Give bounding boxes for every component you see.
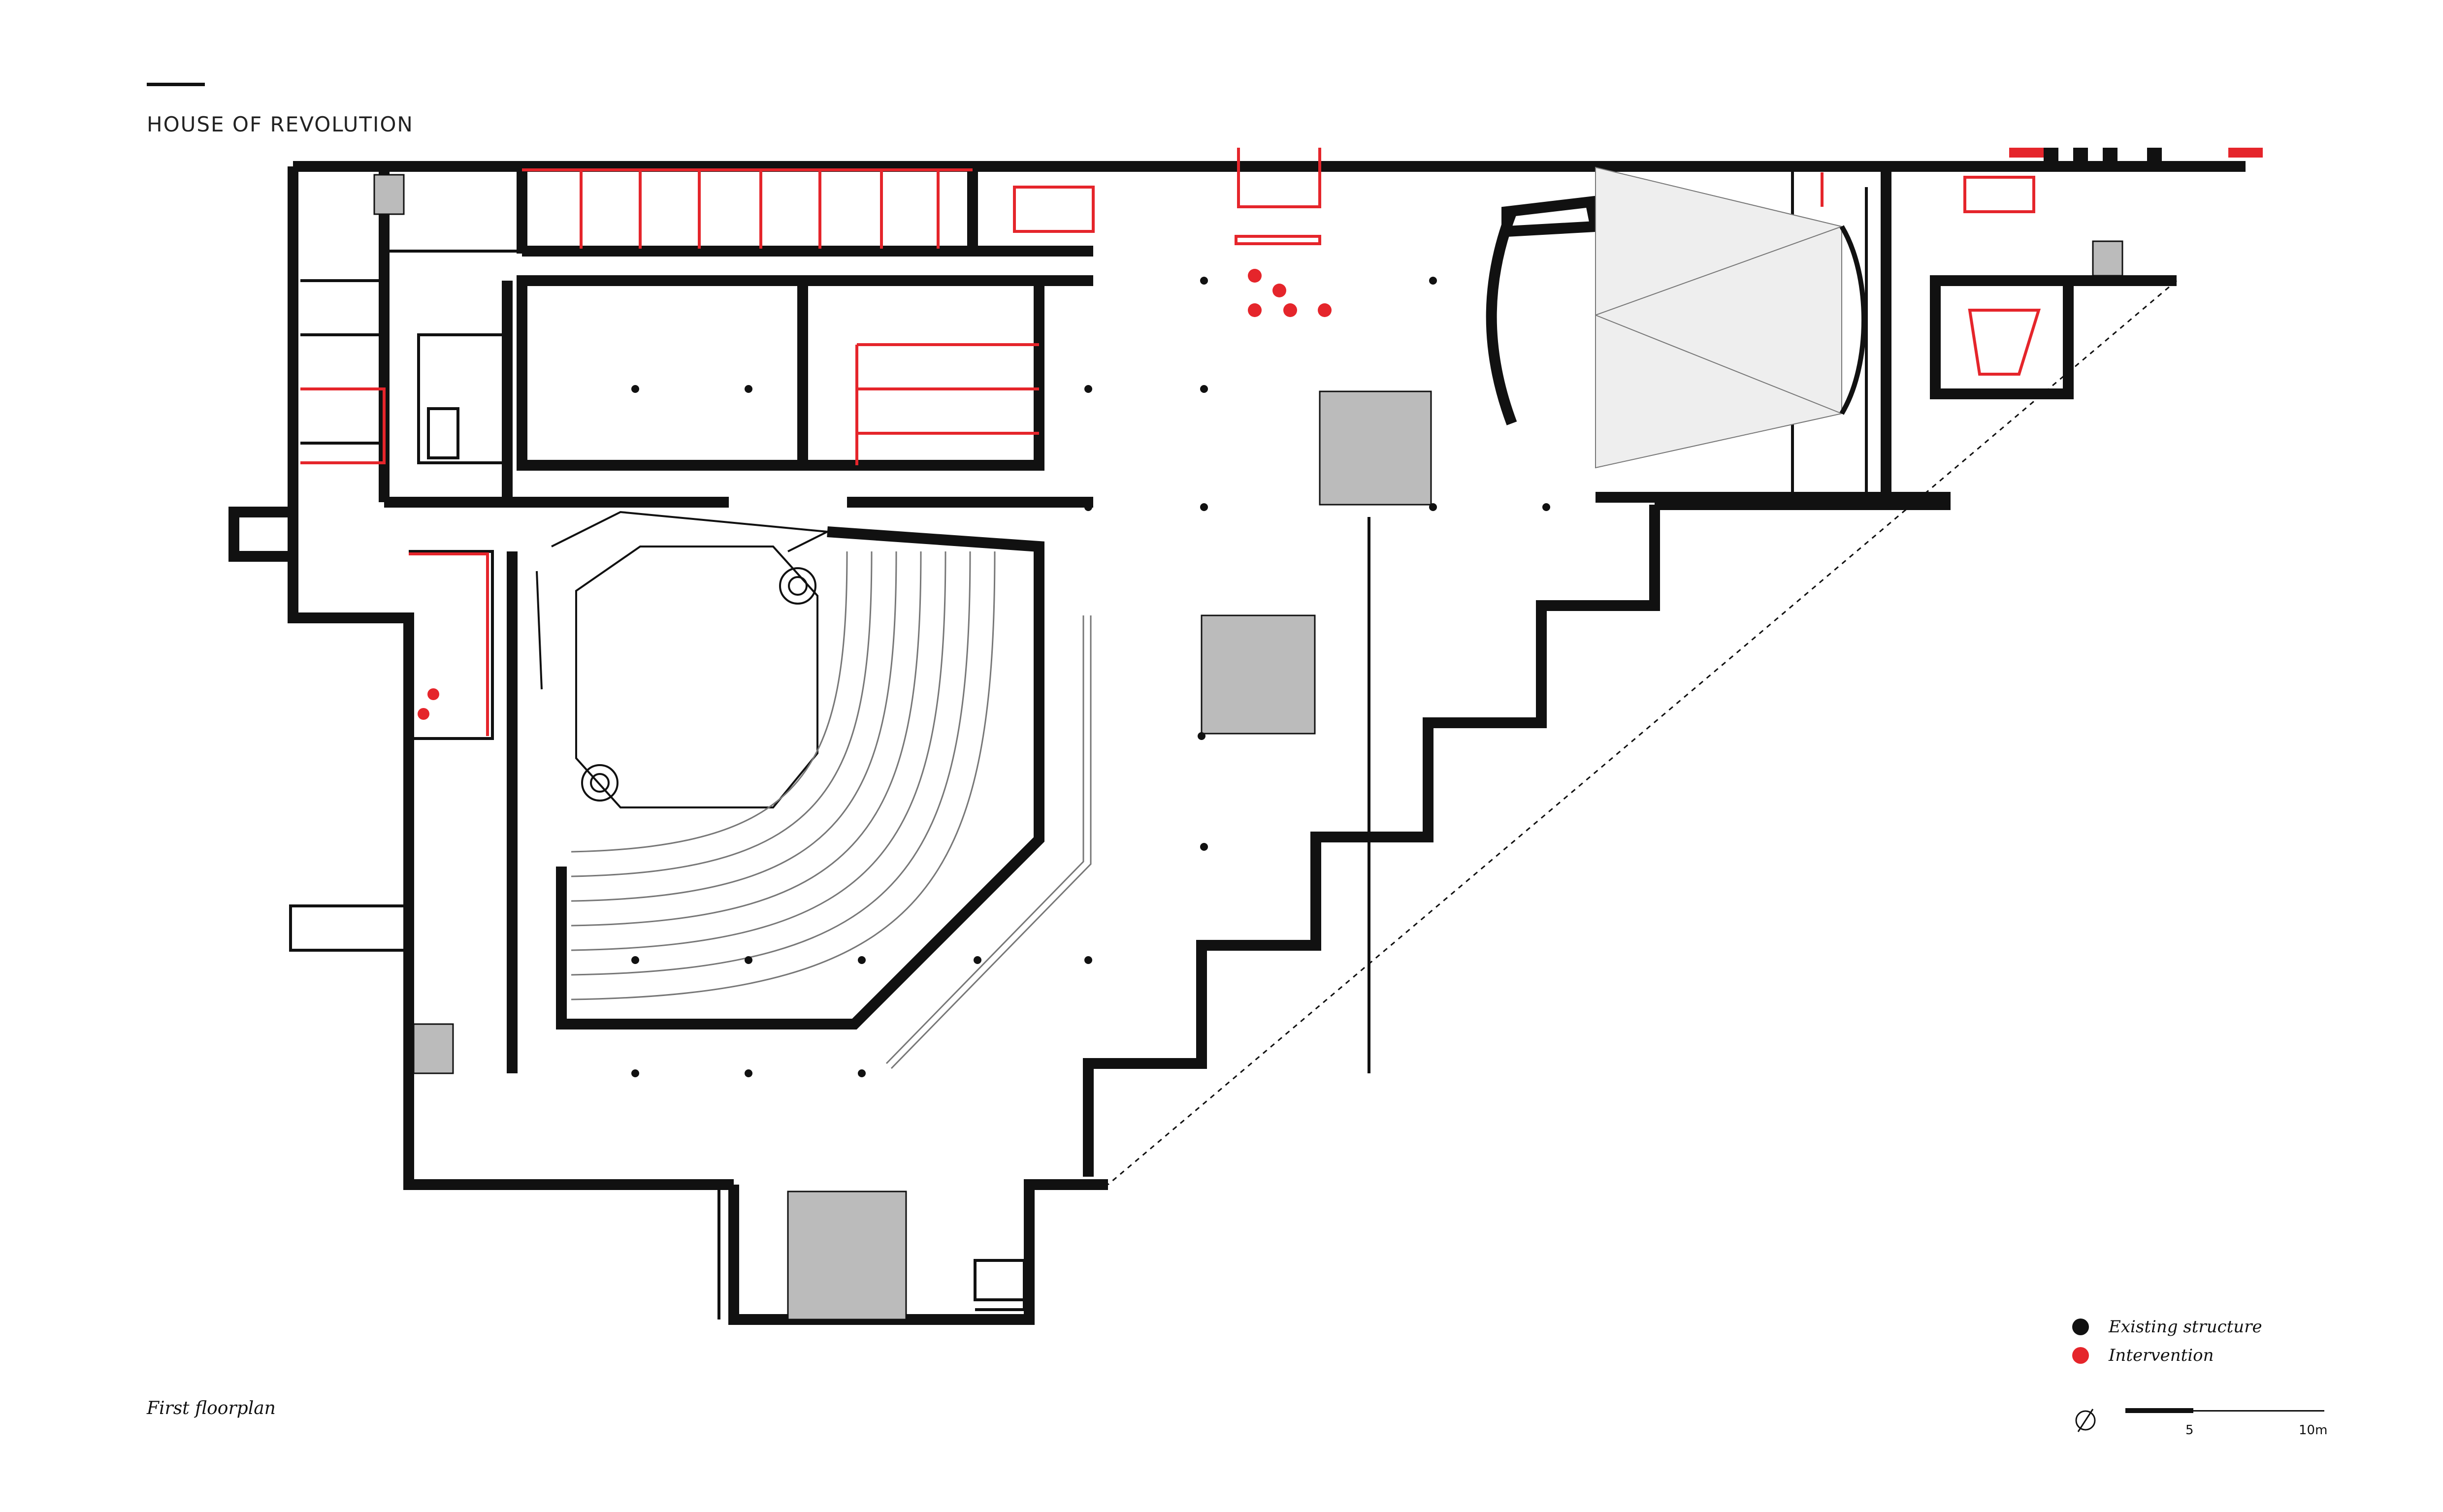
existing-walls bbox=[228, 161, 2246, 1325]
legend-swatch-intervention bbox=[2072, 1347, 2089, 1364]
scale-line bbox=[2125, 1410, 2324, 1412]
north-arrow-icon bbox=[2075, 1409, 2096, 1432]
scale-segment bbox=[2125, 1408, 2193, 1413]
scale-bar: 5 10m bbox=[2125, 1407, 2327, 1447]
legend-label-intervention: Intervention bbox=[2109, 1346, 2214, 1365]
legend-swatch-existing bbox=[2072, 1319, 2089, 1335]
scale-label-mid: 5 bbox=[2185, 1423, 2194, 1438]
main-seating bbox=[571, 551, 1092, 1069]
title-rule bbox=[147, 83, 205, 86]
legend-item-intervention: Intervention bbox=[2072, 1341, 2262, 1370]
plan-caption: First floorplan bbox=[147, 1398, 276, 1418]
intervention-elements bbox=[300, 148, 2041, 736]
property-line bbox=[1107, 280, 2177, 1186]
sheet-title: HOUSE OF REVOLUTION bbox=[147, 112, 414, 136]
right-auditorium bbox=[1595, 166, 1866, 469]
scale-label-end: 10m bbox=[2299, 1423, 2328, 1438]
legend-label-existing: Existing structure bbox=[2109, 1317, 2262, 1337]
intervention-furniture bbox=[418, 148, 2263, 720]
main-stage bbox=[536, 511, 831, 808]
top-right-details bbox=[2044, 148, 2162, 167]
columns bbox=[631, 277, 1550, 1077]
legend-item-existing: Existing structure bbox=[2072, 1313, 2262, 1341]
legend: Existing structure Intervention bbox=[2072, 1313, 2262, 1370]
staircases bbox=[373, 174, 2123, 1320]
